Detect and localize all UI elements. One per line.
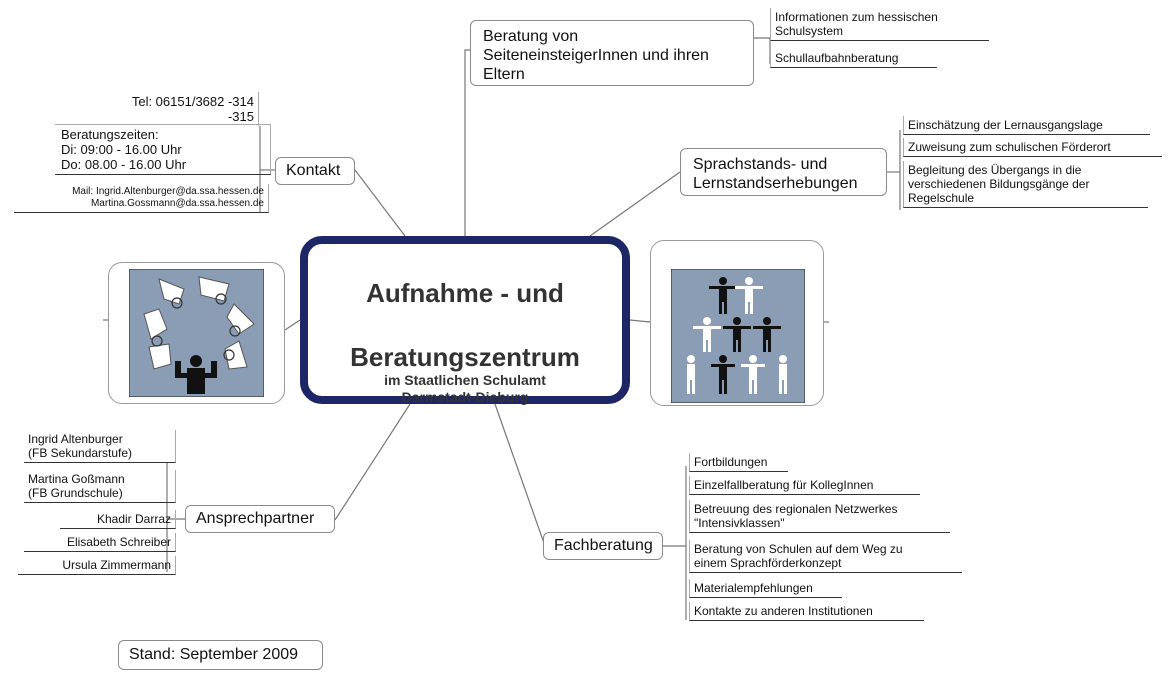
person-altenburger[interactable]: Ingrid Altenburger (FB Sekundarstufe) [24, 430, 176, 463]
central-subtitle-line1: im Staatlichen Schulamt [384, 372, 546, 388]
right-image-frame [650, 240, 824, 406]
fach-item-netzwerk[interactable]: Betreuung des regionalen Netzwerkes "Int… [689, 500, 950, 533]
person-zimmermann-line1: Ursula Zimmermann [62, 558, 171, 572]
ansprechpartner-label: Ansprechpartner [196, 510, 315, 527]
person-darraz-line1: Khadir Darraz [96, 512, 171, 526]
fach-item-institutionen-line1: Kontakte zu anderen Institutionen [694, 604, 873, 618]
kontakt-label: Kontakt [286, 162, 341, 179]
beratung-label-line2: SeiteneinsteigerInnen und ihren [483, 47, 709, 64]
person-zimmermann[interactable]: Ursula Zimmermann [18, 556, 176, 575]
central-node: Aufnahme - und Beratungszentrum im Staat… [300, 236, 630, 405]
person-schreiber[interactable]: Elisabeth Schreiber [24, 533, 176, 552]
beratung-item-schulsystem[interactable]: Informationen zum hessischen Schulsystem [770, 8, 989, 41]
fach-item-sprachfoerderkonzept[interactable]: Beratung von Schulen auf dem Weg zu eine… [689, 540, 962, 573]
sprachstand-node[interactable]: Sprachstands- und Lernstandserhebungen [680, 148, 887, 196]
kontakt-mail-line2: Martina.Gossmann@da.ssa.hessen.de [90, 198, 264, 209]
person-altenburger-line1: Ingrid Altenburger [28, 432, 123, 446]
fach-item-einzelfall-line1: Einzelfallberatung für KollegInnen [694, 478, 874, 492]
fach-item-netzwerk-line1: Betreuung des regionalen Netzwerkes [694, 502, 898, 516]
person-altenburger-line2: (FB Sekundarstufe) [28, 446, 133, 460]
left-image-frame [108, 262, 285, 404]
beratung-label-line1: Beratung von [483, 28, 579, 45]
person-gossmann-line1: Martina Goßmann [28, 472, 125, 486]
fach-item-institutionen[interactable]: Kontakte zu anderen Institutionen [689, 602, 924, 621]
central-title-line2: Beratungszentrum [350, 342, 580, 372]
kontakt-hours-line1: Beratungszeiten: [61, 127, 159, 142]
sprachstand-item-lernausgangslage-line1: Einschätzung der Lernausgangslage [908, 118, 1103, 132]
fach-item-fortbildungen-line1: Fortbildungen [694, 455, 768, 469]
fachberatung-node[interactable]: Fachberatung [543, 532, 663, 560]
ansprechpartner-node[interactable]: Ansprechpartner [185, 505, 335, 533]
sprachstand-item-lernausgangslage[interactable]: Einschätzung der Lernausgangslage [903, 116, 1150, 135]
kontakt-tel-line1: Tel: 06151/3682 -314 [131, 94, 254, 109]
kontakt-mail-line1: Mail: Ingrid.Altenburger@da.ssa.hessen.d… [72, 186, 264, 197]
person-gossmann-line2: (FB Grundschule) [28, 486, 123, 500]
fach-item-materialempfehlungen-line1: Materialempfehlungen [694, 581, 813, 595]
beratung-label-line3: Eltern [483, 66, 525, 83]
fach-item-einzelfall[interactable]: Einzelfallberatung für KollegInnen [689, 476, 920, 495]
fach-item-materialempfehlungen[interactable]: Materialempfehlungen [689, 579, 842, 598]
sprachstand-item-foerderort-line1: Zuweisung zum schulischen Förderort [908, 140, 1111, 154]
beratung-item-schulsystem-line2: Schulsystem [775, 24, 844, 38]
stand-label: Stand: September 2009 [129, 646, 299, 663]
sprachstand-item-foerderort[interactable]: Zuweisung zum schulischen Förderort [903, 138, 1162, 157]
beratung-node[interactable]: Beratung von SeiteneinsteigerInnen und i… [470, 20, 754, 86]
kontakt-hours: Beratungszeiten: Di: 09:00 - 16.00 Uhr D… [55, 124, 271, 175]
sprachstand-item-uebergang-line2: verschiedenen Bildungsgänge der [908, 177, 1090, 191]
person-darraz[interactable]: Khadir Darraz [60, 510, 176, 529]
fach-item-sprachfoerderkonzept-line1: Beratung von Schulen auf dem Weg zu [694, 542, 903, 556]
sprachstand-item-uebergang-line3: Regelschule [908, 191, 975, 205]
sprachstand-label-line1: Sprachstands- und [693, 156, 828, 173]
kontakt-node[interactable]: Kontakt [275, 157, 355, 185]
fachberatung-label: Fachberatung [554, 537, 653, 554]
kontakt-tel-line2: -315 [227, 109, 254, 124]
fach-item-netzwerk-line2: "Intensivklassen" [694, 516, 785, 530]
kontakt-tel: Tel: 06151/3682 -314 -315 [60, 92, 259, 126]
beratung-item-schullaufbahn[interactable]: Schullaufbahnberatung [770, 49, 937, 68]
sprachstand-item-uebergang-line1: Begleitung des Übergangs in die [908, 163, 1082, 177]
stand-node: Stand: September 2009 [118, 640, 323, 670]
person-gossmann[interactable]: Martina Goßmann (FB Grundschule) [24, 470, 176, 503]
circle-of-hands-illustration [129, 269, 264, 397]
kontakt-hours-line2: Di: 09:00 - 16.00 Uhr [61, 142, 182, 157]
person-schreiber-line1: Elisabeth Schreiber [66, 535, 171, 549]
beratung-item-schulsystem-line1: Informationen zum hessischen [775, 10, 938, 24]
kontakt-mail[interactable]: Mail: Ingrid.Altenburger@da.ssa.hessen.d… [14, 184, 269, 213]
fach-item-sprachfoerderkonzept-line2: einem Sprachförderkonzept [694, 556, 842, 570]
human-pyramid-illustration [671, 269, 805, 403]
sprachstand-label-line2: Lernstandserhebungen [693, 175, 858, 192]
beratung-item-schullaufbahn-line1: Schullaufbahnberatung [775, 51, 899, 65]
central-title-line1: Aufnahme - und [366, 278, 564, 308]
kontakt-hours-line3: Do: 08.00 - 16.00 Uhr [61, 157, 187, 172]
fach-item-fortbildungen[interactable]: Fortbildungen [689, 453, 788, 472]
sprachstand-item-uebergang[interactable]: Begleitung des Übergangs in die verschie… [903, 161, 1148, 208]
central-subtitle-line2: Darmstadt-Dieburg [401, 389, 529, 405]
